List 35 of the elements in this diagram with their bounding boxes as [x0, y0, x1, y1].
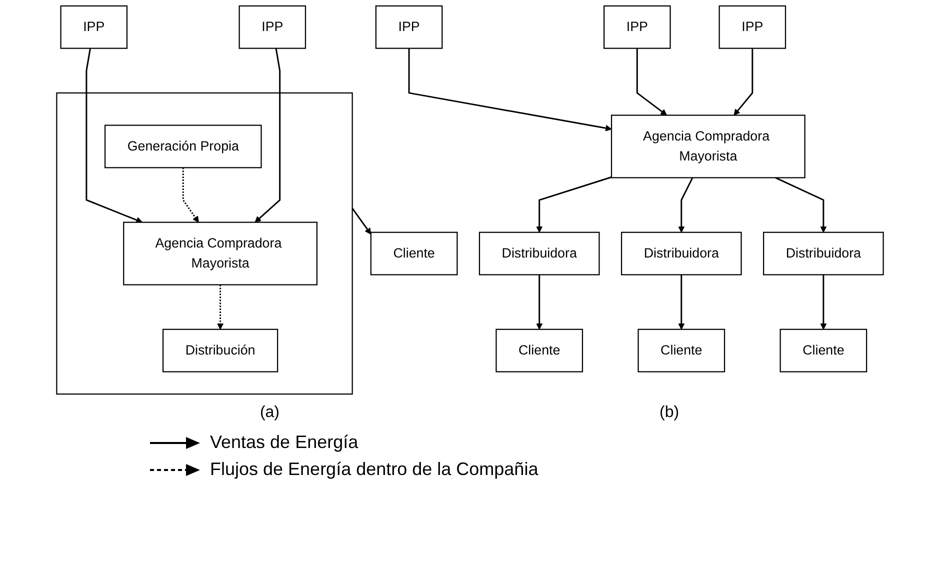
node-box: Generación Propia: [104, 124, 262, 168]
arrow: [536, 274, 542, 330]
arrow: [774, 177, 826, 233]
arrow: [678, 274, 684, 330]
arrow: [820, 274, 826, 330]
arrow: [733, 48, 753, 116]
node-box: Distribuidora: [762, 232, 884, 276]
arrow: [216, 284, 224, 330]
node-box: IPP: [238, 5, 306, 49]
legend-text: Flujos de Energía dentro de la Compañia: [210, 459, 538, 480]
panel-label: (b): [660, 404, 680, 422]
arrow: [636, 48, 667, 116]
node-box: Cliente: [495, 328, 583, 372]
node-box: Distribuidora: [478, 232, 600, 276]
panel-label: (a): [260, 404, 280, 422]
arrow: [182, 168, 198, 223]
node-box: Distribución: [162, 328, 278, 372]
arrow: [351, 208, 371, 234]
node-box: Cliente: [637, 328, 725, 372]
node-box: Distribuidora: [620, 232, 742, 276]
legend-text: Ventas de Energía: [210, 432, 358, 453]
node-box: Cliente: [779, 328, 867, 372]
node-box: Agencia Compradora Mayorista: [610, 114, 805, 178]
node-box: Cliente: [370, 232, 458, 276]
arrow: [254, 48, 280, 223]
node-box: IPP: [603, 5, 670, 49]
node-box: Agencia Compradora Mayorista: [122, 222, 317, 286]
arrow: [536, 176, 612, 233]
arrow: [678, 177, 693, 233]
node-box: IPP: [718, 5, 786, 49]
node-box: IPP: [374, 5, 442, 49]
node-box: IPP: [60, 5, 128, 49]
cluster: [56, 92, 352, 395]
arrow: [85, 48, 142, 224]
arrow: [408, 48, 612, 132]
